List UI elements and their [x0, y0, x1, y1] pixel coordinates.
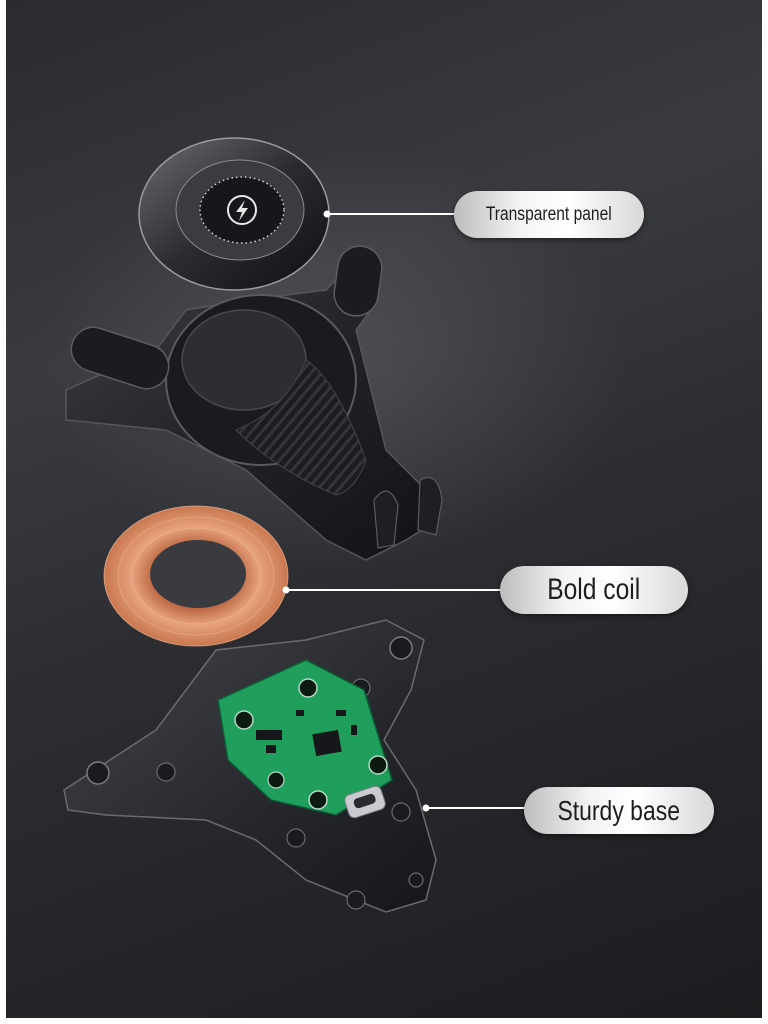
copper-coil	[103, 505, 290, 701]
bold-coil-label: Bold coil	[500, 566, 688, 614]
sturdy-base-text: Sturdy base	[557, 794, 681, 826]
transparent-panel-text: Transparent panel	[486, 203, 612, 225]
lightning-charge-icon	[227, 195, 257, 225]
bold-coil-text: Bold coil	[547, 573, 641, 606]
usb-c-port-icon	[344, 785, 386, 819]
circuit-board	[217, 659, 393, 819]
sturdy-base-label: Sturdy base	[524, 787, 714, 834]
exploded-view-illustration	[63, 137, 534, 913]
phone-holder-bracket	[65, 245, 443, 561]
transparent-panel-disc	[138, 137, 331, 291]
transparent-panel-label: Transparent panel	[454, 191, 644, 238]
exploded-view-scene	[6, 0, 762, 1018]
